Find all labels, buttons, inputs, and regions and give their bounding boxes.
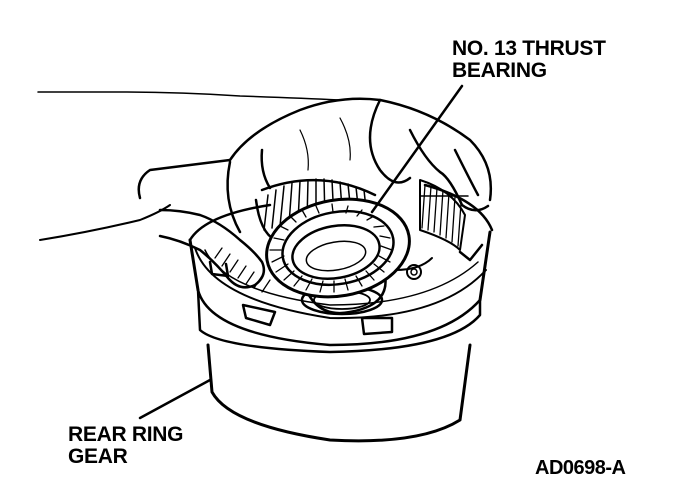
housing-tabs — [208, 243, 484, 336]
rear-ring-gear-housing — [188, 183, 494, 443]
leader-lines — [138, 84, 464, 420]
ring-gear-leader — [138, 378, 212, 420]
ring-gear-teeth-left — [214, 247, 271, 293]
figure-id: AD0698-A — [535, 457, 626, 479]
callout-rear-ring-gear: REAR RING GEAR — [68, 424, 183, 468]
callout-thrust-bearing: NO. 13 THRUST BEARING — [452, 38, 606, 82]
thrust-bearing-leader — [370, 84, 464, 214]
callout-thrust-line2: BEARING — [452, 59, 547, 82]
callout-ring-line2: GEAR — [68, 445, 128, 468]
callout-thrust-line1: NO. 13 THRUST — [452, 37, 606, 60]
thrust-bearing — [265, 197, 411, 299]
ring-gear-teeth-right — [419, 179, 469, 251]
callout-ring-line1: REAR RING — [68, 423, 184, 446]
technician-hand — [37, 91, 492, 289]
